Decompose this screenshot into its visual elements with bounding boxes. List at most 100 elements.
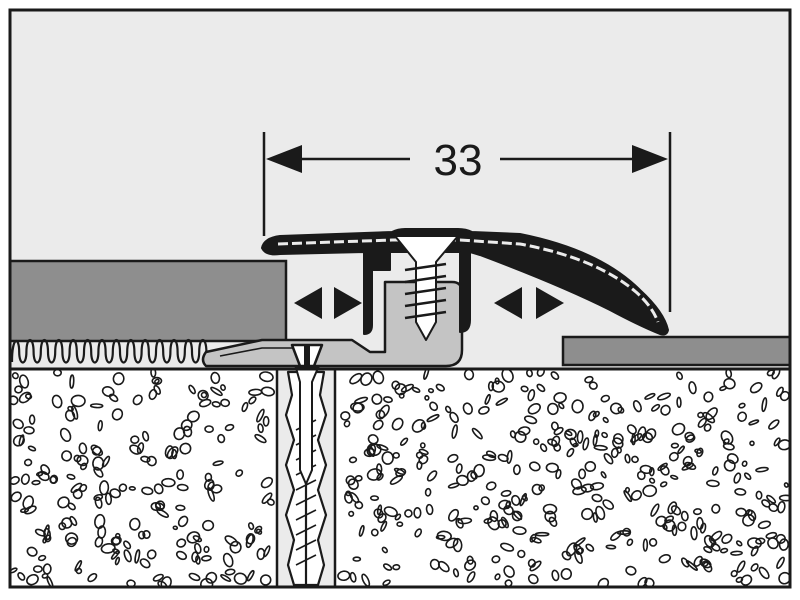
concrete-pebble (76, 454, 89, 467)
concrete-pebble (576, 430, 584, 444)
concrete-pebble (17, 572, 26, 581)
concrete-pebble (26, 573, 39, 586)
concrete-pebble (58, 522, 67, 531)
concrete-pebble (466, 571, 476, 583)
concrete-pebble (12, 418, 24, 430)
concrete-subfloor (10, 369, 790, 587)
concrete-pebble (18, 391, 32, 404)
concrete-pebble (447, 453, 459, 463)
concrete-pebble (624, 453, 631, 464)
concrete-pebble (660, 404, 671, 416)
concrete-pebble (51, 394, 63, 409)
concrete-pebble (153, 483, 164, 495)
concrete-pebble (383, 396, 393, 404)
concrete-pebble (89, 403, 104, 409)
concrete-pebble (610, 447, 619, 459)
concrete-pebble (28, 414, 36, 425)
concrete-pebble (743, 472, 752, 481)
concrete-pebble (129, 444, 142, 455)
concrete-pebble (260, 386, 276, 397)
concrete-pebble (93, 493, 104, 502)
concrete-pebble (529, 533, 537, 543)
concrete-pebble (146, 549, 157, 560)
concrete-pebble (70, 394, 86, 408)
concrete-pebble (344, 491, 353, 504)
concrete-pebble (381, 451, 394, 465)
concrete-pebble (371, 393, 383, 405)
concrete-pebble (768, 419, 780, 430)
concrete-pebble (176, 538, 187, 548)
concrete-pebble (61, 450, 73, 462)
concrete-pebble (220, 398, 231, 408)
concrete-pebble (348, 510, 355, 517)
concrete-pebble (193, 542, 202, 554)
concrete-pebble (702, 561, 713, 573)
concrete-pebble (160, 576, 172, 587)
concrete-pebble (229, 540, 242, 554)
concrete-pebble (396, 521, 404, 528)
concrete-pebble (26, 546, 38, 557)
concrete-pebble (626, 424, 637, 435)
concrete-pebble (736, 560, 746, 573)
concrete-pebble (395, 468, 407, 478)
left-floor-board (8, 259, 288, 343)
concrete-pebble (224, 568, 236, 576)
concrete-pebble (66, 473, 76, 480)
concrete-pebble (151, 376, 163, 386)
concrete-pebble (735, 540, 743, 547)
concrete-pebble (200, 391, 208, 399)
concrete-pebble (49, 475, 58, 484)
concrete-pebble (548, 516, 558, 527)
concrete-pebble (539, 443, 548, 453)
concrete-pebble (220, 574, 232, 582)
concrete-pebble (527, 403, 541, 415)
concrete-pebble (404, 509, 413, 518)
concrete-pebble (742, 513, 755, 527)
concrete-pebble (224, 535, 239, 547)
concrete-pebble (555, 468, 562, 480)
concrete-pebble (623, 489, 633, 503)
concrete-pebble (10, 491, 22, 503)
concrete-pebble (519, 492, 527, 507)
concrete-pebble (245, 533, 254, 549)
concrete-pebble (582, 437, 590, 451)
concrete-pebble (639, 464, 653, 475)
concrete-pebble (603, 452, 614, 465)
concrete-pebble (509, 430, 517, 439)
concrete-pebble (726, 453, 739, 465)
concrete-pebble (32, 565, 43, 573)
concrete-pebble (498, 499, 511, 510)
concrete-pebble (703, 391, 714, 403)
concrete-pebble (372, 419, 384, 431)
concrete-pebble (192, 535, 203, 543)
concrete-pebble (424, 395, 430, 401)
concrete-pebble (755, 490, 763, 500)
concrete-pebble (425, 503, 434, 516)
concrete-pebble (257, 423, 264, 434)
concrete-pebble (610, 530, 622, 542)
concrete-pebble (360, 372, 373, 386)
concrete-pebble (681, 462, 695, 471)
concrete-pebble (778, 538, 790, 551)
concrete-pebble (261, 492, 273, 505)
concrete-pebble (749, 381, 763, 394)
concrete-pebble (175, 550, 188, 561)
concrete-pebble (10, 395, 19, 406)
concrete-pebble (550, 371, 560, 381)
concrete-pebble (572, 486, 587, 496)
concrete-pebble (31, 479, 41, 486)
concrete-pebble (61, 517, 73, 529)
concrete-pebble (612, 433, 624, 445)
concrete-pebble (141, 430, 150, 442)
concrete-pebble (254, 525, 263, 534)
concrete-pebble (659, 465, 670, 476)
concrete-pebble (738, 402, 746, 409)
concrete-pebble (23, 505, 37, 515)
concrete-pebble (777, 439, 790, 451)
concrete-pebble (741, 460, 748, 467)
concrete-pebble (37, 470, 50, 482)
concrete-pebble (108, 393, 119, 403)
concrete-pebble (625, 565, 637, 576)
concrete-pebble (588, 381, 598, 390)
concrete-pebble (150, 369, 157, 378)
